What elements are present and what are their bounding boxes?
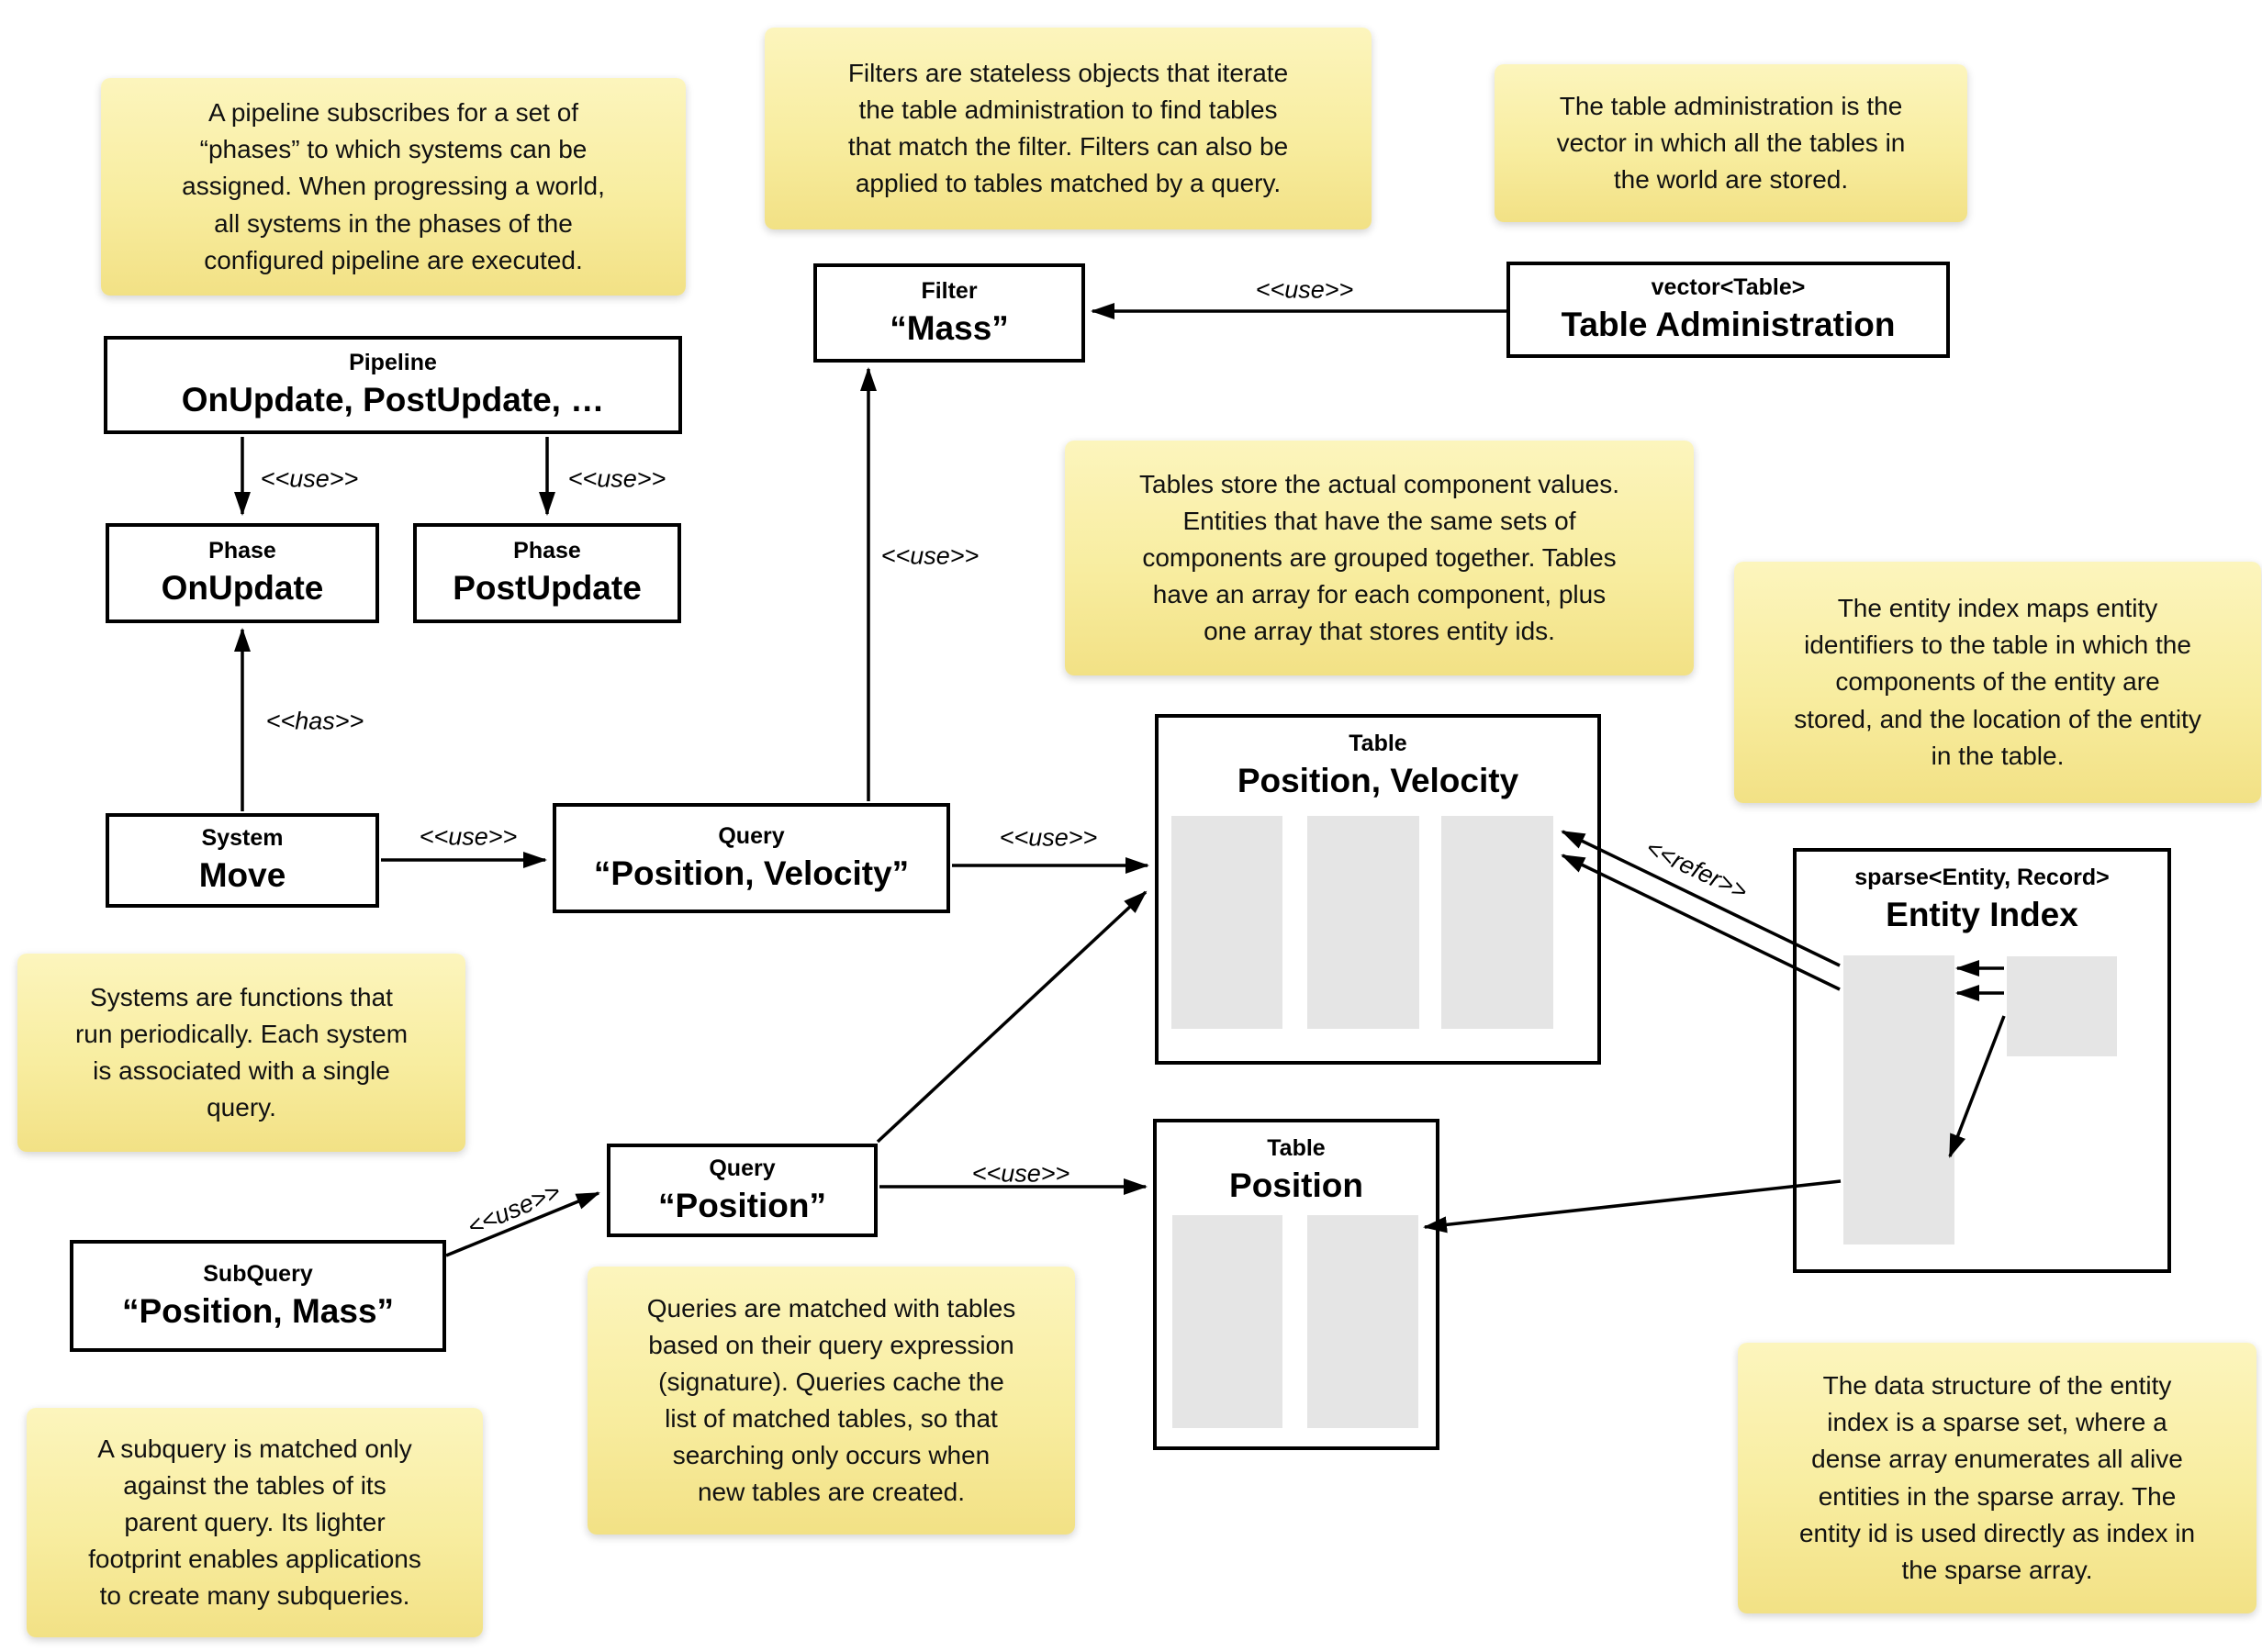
box-title: Phase [208, 538, 276, 564]
box-title: Pipeline [349, 350, 437, 376]
box-query-position: Query “Position” [607, 1144, 878, 1237]
box-name: “Position, Mass” [121, 1291, 395, 1330]
box-title: Table [1267, 1135, 1326, 1161]
box-query-position-velocity: Query “Position, Velocity” [553, 803, 950, 913]
box-name: “Position” [658, 1186, 826, 1224]
note-filters: Filters are stateless objects that itera… [765, 28, 1372, 229]
component-array-placeholder [1307, 1215, 1418, 1428]
component-array-placeholder [1171, 816, 1282, 1029]
edge-querypos-use-tablepv [876, 890, 1148, 1144]
box-title: System [201, 825, 284, 852]
component-array-placeholder [1307, 816, 1419, 1029]
note-entity-index: The entity index maps entity identifiers… [1734, 562, 2261, 803]
box-name: PostUpdate [453, 569, 642, 608]
box-phase-postupdate: Phase PostUpdate [413, 523, 681, 623]
box-title: sparse<Entity, Record> [1854, 865, 2110, 890]
box-name: Position [1229, 1166, 1363, 1204]
box-phase-onupdate: Phase OnUpdate [106, 523, 379, 623]
box-name: Table Administration [1561, 306, 1896, 344]
box-subquery-position-mass: SubQuery “Position, Mass” [70, 1240, 446, 1352]
sparse-array-placeholder [1843, 955, 1954, 1245]
note-pipeline: A pipeline subscribes for a set of “phas… [101, 78, 686, 296]
box-title: Phase [513, 538, 581, 564]
edge-label-use-pipeline-onupdate: <<use>> [260, 464, 359, 493]
box-title: Query [718, 822, 785, 849]
dense-array-placeholder [2007, 956, 2117, 1056]
box-table-position: Table Position [1153, 1119, 1439, 1450]
box-filter-mass: Filter “Mass” [813, 263, 1085, 363]
edge-label-use-querypv-filter: <<use>> [880, 541, 980, 570]
note-systems: Systems are functions that run periodica… [17, 954, 465, 1152]
box-name: “Position, Velocity” [593, 854, 910, 892]
edge-entityindex-refer-tablepos [1423, 1179, 1842, 1233]
edge-label-use-tableadmin-filter: <<use>> [1255, 275, 1354, 304]
box-name: OnUpdate [161, 569, 324, 608]
box-name: Entity Index [1886, 895, 2078, 933]
component-array-placeholder [1172, 1215, 1282, 1428]
box-name: Move [198, 856, 286, 895]
component-array-placeholder [1441, 816, 1553, 1029]
box-title: SubQuery [203, 1260, 313, 1287]
box-name: “Mass” [890, 308, 1009, 347]
edge-label-has-move-onupdate: <<has>> [265, 707, 364, 735]
edge-label-use-querypv-tablepv: <<use>> [999, 823, 1098, 852]
box-pipeline: Pipeline OnUpdate, PostUpdate, … [104, 336, 682, 434]
note-table-administration: The table administration is the vector i… [1495, 64, 1967, 222]
edge-label-use-subquery-querypos: <<use>> [463, 1177, 565, 1242]
box-system-move: System Move [106, 813, 379, 908]
edge-label-use-move-querypv: <<use>> [419, 822, 518, 851]
note-tables: Tables store the actual component values… [1065, 441, 1694, 675]
box-title: Query [709, 1155, 776, 1181]
box-title: Table [1349, 731, 1407, 756]
edge-label-use-querypos-tablepos: <<use>> [971, 1159, 1070, 1188]
note-sparse-set: The data structure of the entity index i… [1738, 1343, 2256, 1613]
edge-label-refer-entityindex: <<refer>> [1641, 833, 1752, 906]
box-table-administration: vector<Table> Table Administration [1506, 262, 1950, 358]
box-entity-index: sparse<Entity, Record> Entity Index [1793, 848, 2171, 1273]
box-name: Position, Velocity [1237, 761, 1519, 799]
box-name: OnUpdate, PostUpdate, … [181, 381, 605, 419]
note-subquery: A subquery is matched only against the t… [27, 1408, 483, 1637]
note-queries: Queries are matched with tables based on… [588, 1267, 1075, 1535]
box-table-position-velocity: Table Position, Velocity [1155, 714, 1601, 1065]
box-title: Filter [921, 277, 978, 304]
edge-label-use-pipeline-postupdate: <<use>> [567, 464, 666, 493]
box-title: vector<Table> [1651, 274, 1806, 301]
